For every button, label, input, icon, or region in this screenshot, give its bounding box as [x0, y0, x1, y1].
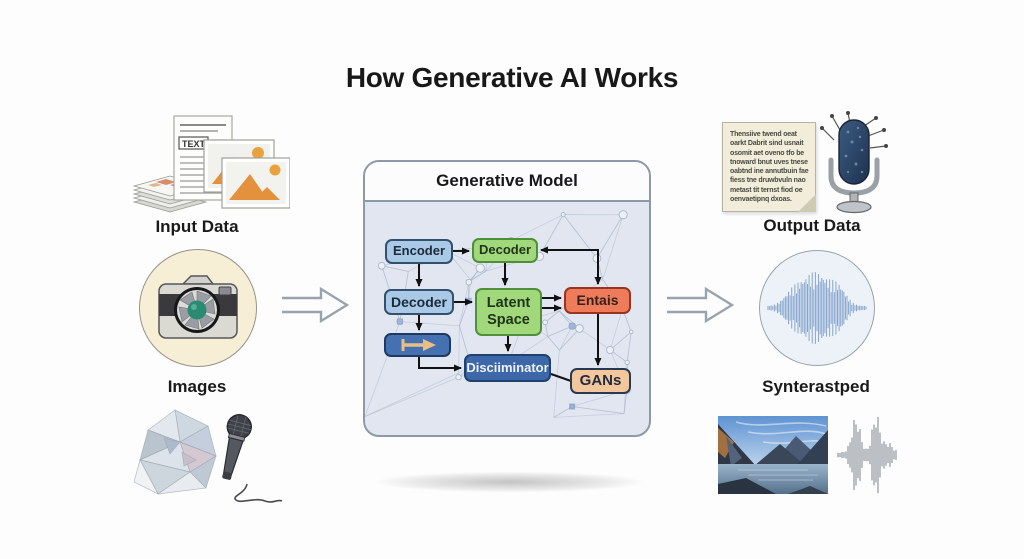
arrow-glyph-icon	[401, 339, 436, 351]
flow-arrow-right	[667, 287, 734, 323]
node-decoder-top: Decoder	[472, 238, 538, 263]
note-line: osomit aet oveno tfo be	[730, 149, 804, 157]
mic-cable	[234, 483, 283, 503]
generative-model-panel: Generative Model	[363, 160, 651, 437]
microphone-icon	[222, 414, 283, 503]
note-line: fiess tne druwbvuln nao	[730, 177, 806, 185]
doc-text-label: TEXT	[182, 139, 206, 149]
flow-arrow-left	[282, 287, 349, 323]
synthesized-label: Synterastped	[762, 377, 870, 396]
crumpled-image-icon	[133, 409, 217, 495]
flowchart-arrows	[415, 246, 602, 382]
note-line: metast tit ternst fiod oe	[730, 186, 803, 194]
model-header: Generative Model	[365, 162, 649, 202]
photo-icon	[221, 157, 290, 209]
node-decoder-left: Decoder	[384, 289, 454, 315]
node-discriminator: Disciiminator	[464, 354, 551, 382]
output-data-label: Output Data	[763, 216, 861, 235]
camera-icon	[158, 275, 238, 339]
ground-shadow	[330, 468, 690, 496]
node-entais: Entais	[564, 287, 631, 314]
note-line: oabtnd ine annutbuin fae	[730, 168, 809, 176]
model-body: Encoder Decoder Decoder Latent Space Ent…	[365, 202, 649, 435]
output-waveform-icon	[837, 416, 897, 494]
audio-waveform-icon	[767, 272, 867, 344]
camera-badge	[139, 249, 257, 367]
note-line: Thensiive twend oeat	[730, 131, 797, 138]
node-latent-space: Latent Space	[475, 288, 542, 336]
model-title: Generative Model	[436, 171, 578, 190]
images-label: Images	[167, 377, 227, 396]
page-title: How Generative AI Works	[345, 62, 679, 93]
note-line: oarkt Dabrit sind usnait	[730, 140, 804, 148]
note-line: oenvaetipnq dxoas.	[730, 196, 792, 204]
node-gans: GANs	[570, 368, 631, 394]
note-line: tnoward bnut uves tnese	[730, 158, 808, 166]
node-encoder: Encoder	[385, 239, 453, 264]
node-generator-arrow	[384, 333, 451, 357]
generated-landscape-image	[718, 416, 828, 494]
waveform-badge	[759, 250, 875, 366]
input-data-label: Input Data	[155, 217, 239, 236]
input-data-icons: TEXT	[132, 115, 290, 213]
note-fold-corner	[798, 194, 816, 212]
studio-microphone-icon	[820, 111, 888, 214]
